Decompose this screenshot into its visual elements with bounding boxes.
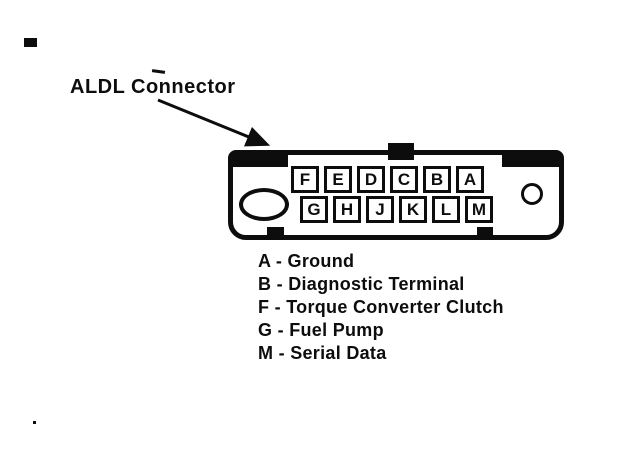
legend-item-serial-data: M - Serial Data xyxy=(258,343,387,363)
scan-artifact xyxy=(151,69,166,74)
legend-item-fuel-pump: G - Fuel Pump xyxy=(258,320,384,340)
pin-grid: F E D C B A G H J K L M xyxy=(291,166,493,223)
pin-row-bottom: G H J K L M xyxy=(300,196,493,223)
pin-E: E xyxy=(324,166,352,193)
connector-round-hole xyxy=(521,183,543,205)
legend-item-torque-converter-clutch: F - Torque Converter Clutch xyxy=(258,297,504,317)
pin-B: B xyxy=(423,166,451,193)
pin-C: C xyxy=(390,166,418,193)
mounting-tab-right xyxy=(502,154,560,167)
connector-callout-label: ALDL Connector xyxy=(70,76,236,98)
pin-J: J xyxy=(366,196,394,223)
legend-item-ground: A - Ground xyxy=(258,251,355,271)
connector-oval-opening xyxy=(239,188,289,221)
pin-G: G xyxy=(300,196,328,223)
pin-row-top: F E D C B A xyxy=(291,166,493,193)
pin-D: D xyxy=(357,166,385,193)
legend-item-diagnostic-terminal: B - Diagnostic Terminal xyxy=(258,274,465,294)
scan-artifact xyxy=(24,38,37,47)
scan-artifact xyxy=(33,421,36,424)
keying-notch-left xyxy=(267,227,284,235)
pin-legend: A - Ground B - Diagnostic Terminal F - T… xyxy=(258,250,504,365)
pin-A: A xyxy=(456,166,484,193)
mounting-tab-middle xyxy=(388,143,414,160)
pin-F: F xyxy=(291,166,319,193)
pin-M: M xyxy=(465,196,493,223)
pin-L: L xyxy=(432,196,460,223)
pin-K: K xyxy=(399,196,427,223)
pin-H: H xyxy=(333,196,361,223)
keying-notch-right xyxy=(477,227,493,235)
connector-body: F E D C B A G H J K L M xyxy=(228,143,564,240)
mounting-tab-left xyxy=(232,154,288,167)
leader-arrow xyxy=(157,98,271,147)
